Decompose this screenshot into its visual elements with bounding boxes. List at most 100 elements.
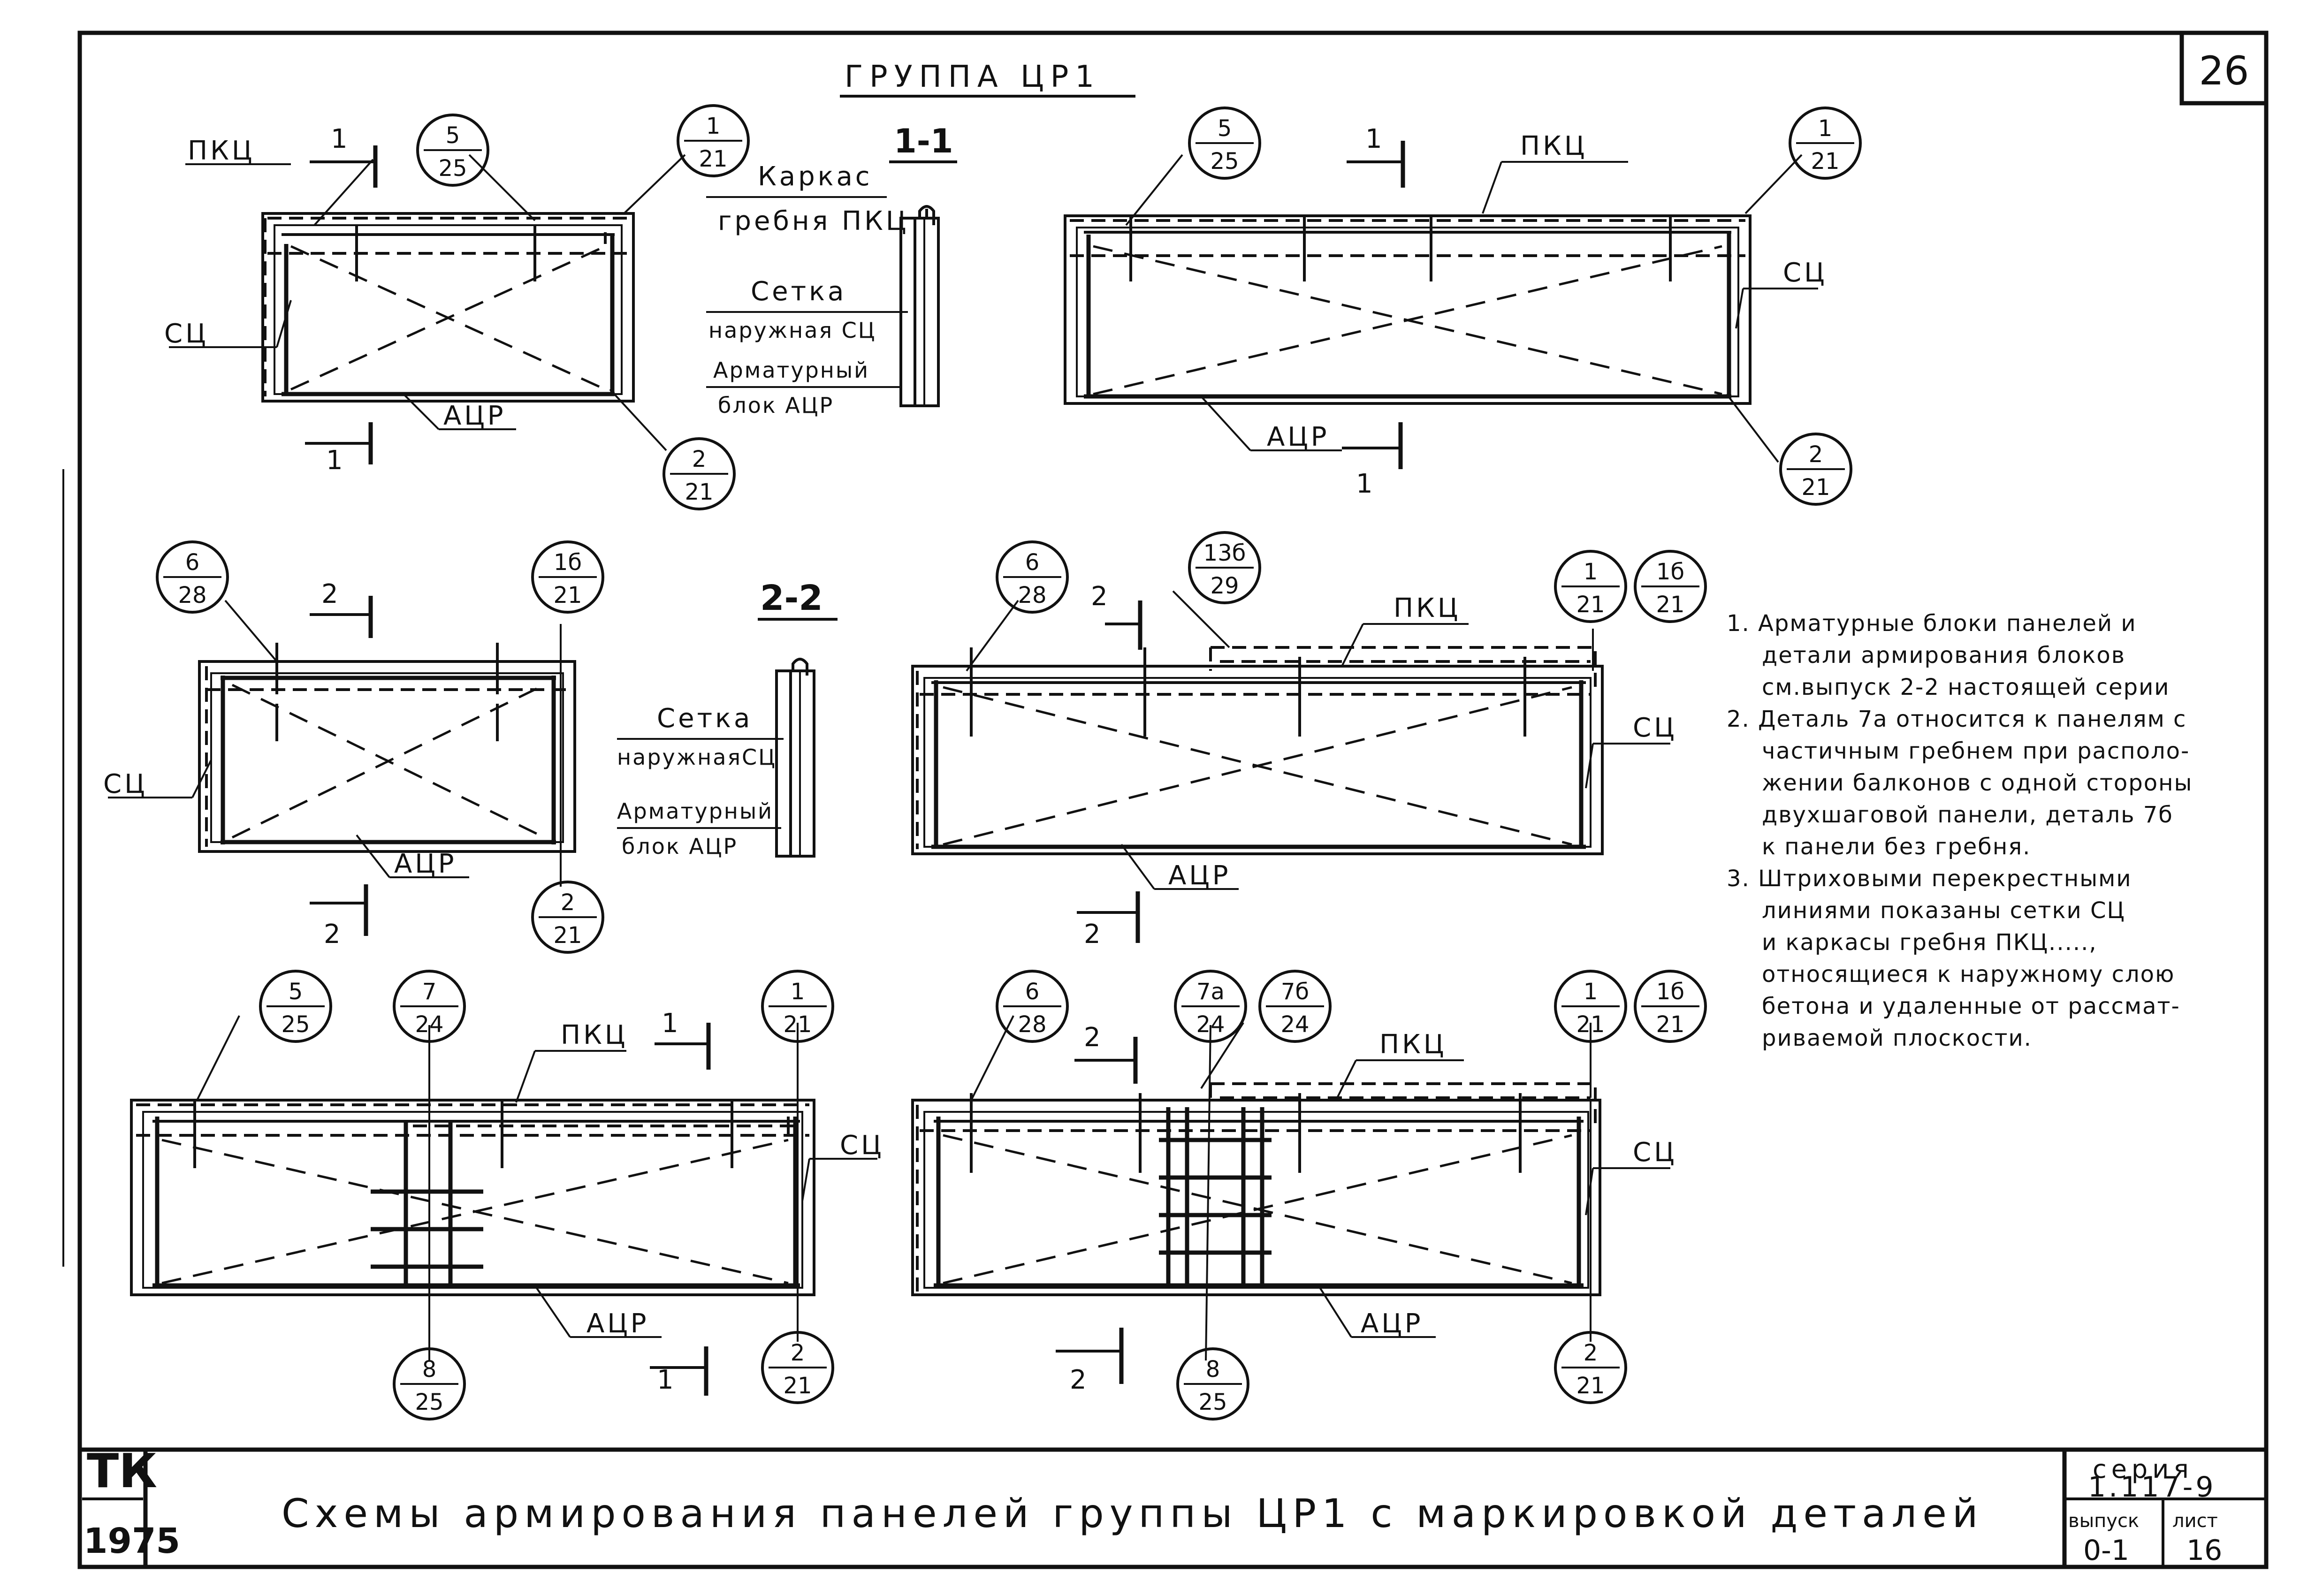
blok-label: Арматурный	[713, 357, 869, 383]
diagram-3-labels: СЦ АЦР 2 2	[103, 579, 454, 950]
callout-top: 1б	[1656, 559, 1684, 585]
note-line: риваемой плоскости.	[1762, 1025, 2032, 1051]
callout-top: 13б	[1203, 540, 1246, 566]
callout-bubble: 121	[1554, 550, 1627, 623]
cut-mark-2: 2	[1084, 919, 1104, 950]
series-label: серия	[2093, 1454, 2193, 1484]
callout-bottom: 24	[1280, 1011, 1309, 1038]
note-line: двухшаговой панели, деталь 7б	[1762, 802, 2173, 828]
callout-bubble: 121	[1554, 970, 1627, 1043]
note-line: линиями показаны сетки СЦ	[1762, 897, 2125, 924]
sheet-label: лист	[2172, 1510, 2218, 1532]
callout-top: 1	[1584, 559, 1598, 585]
note-line: 1. Арматурные блоки панелей и	[1727, 610, 2137, 637]
callout-circle	[663, 437, 736, 510]
label-sc: СЦ	[1783, 258, 1828, 288]
panel-outline	[261, 212, 635, 403]
cut-mark-1: 1	[326, 445, 346, 476]
diagram-2	[1064, 154, 1818, 463]
cut-mark-2: 2	[1070, 1365, 1089, 1395]
callout-top: 5	[289, 979, 303, 1005]
callout-bottom: 24	[1196, 1011, 1225, 1038]
karkas-label-2: гребня ПКЦ	[718, 206, 909, 236]
callout-bottom: 21	[1656, 1011, 1684, 1038]
note-line: 3. Штриховыми перекрестными	[1727, 866, 2132, 892]
note-line: см.выпуск 2-2 настоящей серии	[1762, 674, 2170, 700]
callout-circle	[1258, 970, 1332, 1043]
callout-bottom: 25	[438, 155, 467, 182]
callout-circle	[531, 881, 604, 954]
callout-bottom: 28	[1018, 582, 1046, 608]
label-sc: СЦ	[164, 319, 209, 349]
callout-top: 2	[791, 1340, 805, 1366]
callout-circle	[1188, 531, 1261, 604]
label-pkc: ПКЦ	[188, 136, 255, 166]
section-1-1: 1-1 Каркас гребня ПКЦ Сетка наружная СЦ …	[706, 122, 957, 418]
sheet-number: 26	[2199, 48, 2249, 94]
callout-bottom: 21	[1576, 592, 1605, 618]
cut-mark-2: 2	[1084, 1022, 1104, 1053]
callout-bubble: 121	[677, 104, 750, 177]
note-line: жении балконов с одной стороны	[1762, 770, 2193, 796]
callout-bubble: 221	[663, 437, 736, 510]
label-sc: СЦ	[1633, 713, 1677, 743]
callout-bubble: 825	[393, 1347, 466, 1421]
series-value: 1.117-9	[2088, 1471, 2216, 1504]
callout-bottom: 21	[553, 582, 582, 608]
callout-bottom: 21	[783, 1373, 812, 1399]
label-acr: АЦР	[443, 401, 506, 431]
callout-bubble: 121	[761, 970, 834, 1043]
callout-bubble: 525	[1188, 106, 1261, 180]
cut-mark-2: 2	[1091, 581, 1111, 612]
callout-circle	[1554, 970, 1627, 1043]
note-line: бетона и удаленные от рассмат-	[1762, 993, 2180, 1019]
section-2-2: 2-2 Сетка наружнаяСЦ Арматурный блок АЦР	[617, 578, 838, 859]
label-acr: АЦР	[1267, 422, 1330, 452]
callout-top: 2	[1584, 1340, 1598, 1366]
diagram-6-labels: ПКЦ СЦ АЦР 2 2	[1056, 1022, 1675, 1395]
diagram-1-labels: ПКЦ СЦ АЦР 1 1	[164, 124, 506, 476]
callout-bottom: 29	[1210, 573, 1239, 599]
label-acr: АЦР	[1361, 1308, 1424, 1339]
callout-top: 8	[422, 1356, 437, 1383]
year-mark: 1975	[84, 1521, 180, 1561]
callout-top: 1	[1818, 115, 1833, 142]
label-pkc: ПКЦ	[1379, 1029, 1447, 1060]
panel-outline	[911, 1099, 1601, 1296]
callout-circle	[1789, 106, 1862, 180]
callout-bottom: 21	[553, 922, 582, 949]
group-title: ГРУППА ЦР1	[845, 60, 1101, 94]
callout-top: 1	[706, 113, 721, 139]
label-acr: АЦР	[1168, 860, 1231, 891]
callout-top: 6	[1025, 979, 1040, 1005]
callout-bottom: 21	[1801, 474, 1830, 501]
note-line: к панели без гребня.	[1762, 834, 2031, 860]
callout-circle	[1188, 106, 1261, 180]
callout-top: 1б	[1656, 979, 1684, 1005]
setka-label-2: наружнаяСЦ	[617, 745, 777, 770]
callout-bottom: 21	[699, 146, 727, 172]
callout-circle	[259, 970, 332, 1043]
section-1-1-title: 1-1	[894, 122, 953, 160]
callout-top: 7а	[1196, 979, 1225, 1005]
label-pkc: ПКЦ	[1394, 593, 1461, 623]
callout-bubble: 221	[1779, 433, 1852, 506]
callout-circle	[1176, 1347, 1249, 1421]
diagram-5-labels: ПКЦ СЦ АЦР 1 1	[561, 1008, 882, 1396]
callout-bubble: 525	[416, 114, 489, 187]
diagram-3	[108, 600, 576, 887]
cut-mark-1: 1	[657, 1365, 677, 1395]
note-line: относящиеся к наружному слою	[1762, 961, 2175, 988]
callout-circle	[1174, 970, 1247, 1043]
callout-bubble: 221	[531, 881, 604, 954]
callout-circle	[1634, 970, 1707, 1043]
callout-bottom: 21	[685, 479, 713, 505]
callout-circle	[1554, 550, 1627, 623]
callout-bubble: 525	[259, 970, 332, 1043]
label-acr: АЦР	[586, 1308, 649, 1339]
callout-top: 1	[791, 979, 805, 1005]
blok-label: Арматурный	[617, 798, 773, 824]
